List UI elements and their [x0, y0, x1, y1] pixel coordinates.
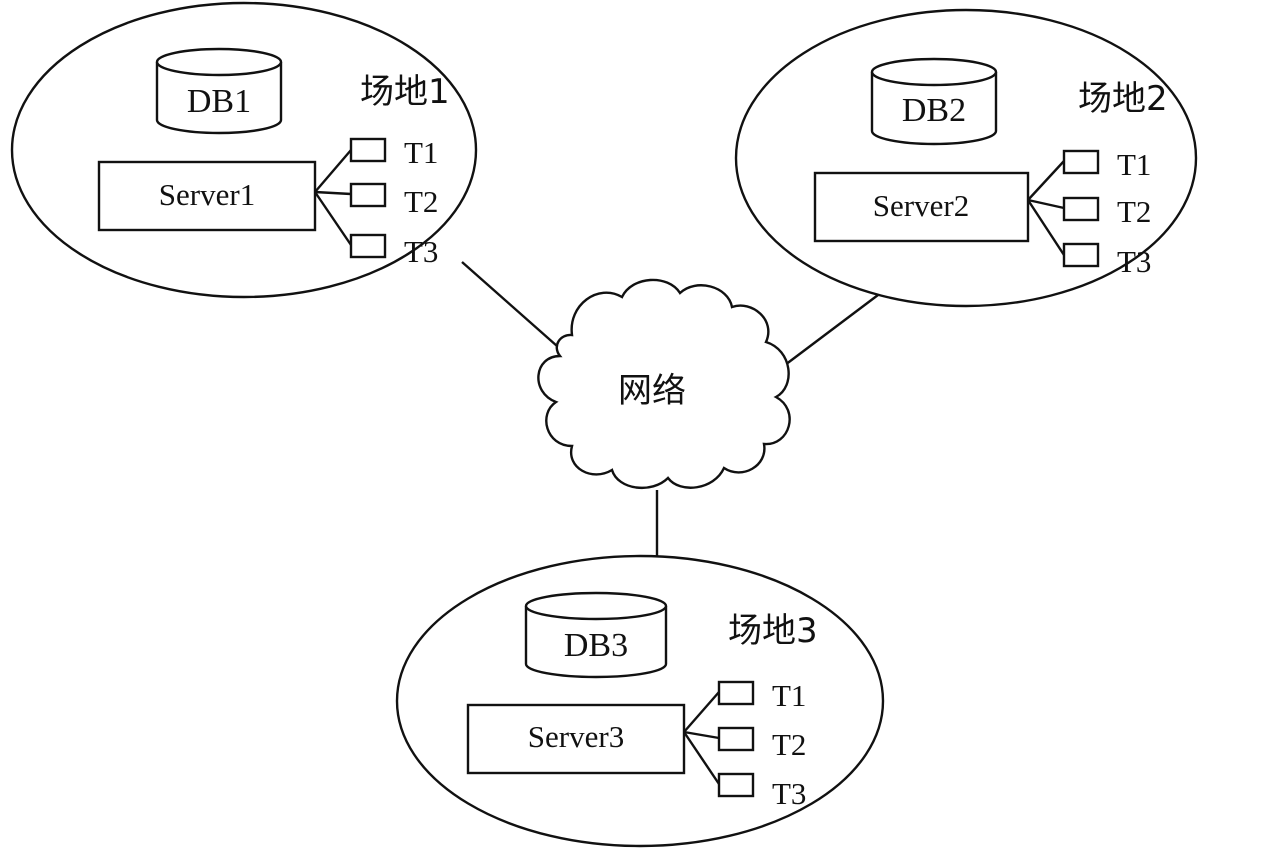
- site-3-terminal-2-label: T2: [772, 727, 806, 762]
- database-icon: [870, 72, 998, 146]
- cloud-icon: [537, 278, 791, 490]
- terminal-icon: [717, 680, 755, 706]
- server-3-to-t3: [683, 731, 720, 785]
- site-2-terminal-1-label: T1: [1117, 147, 1151, 182]
- terminal-icon: [1062, 242, 1100, 268]
- server-1-to-t3: [314, 191, 352, 246]
- server-2-label: Server2: [873, 188, 969, 223]
- database-icon: [155, 62, 283, 135]
- site-1-label: 场地1: [360, 72, 450, 112]
- server-3-to-t2: [683, 730, 720, 740]
- server-1-box: [97, 160, 317, 232]
- terminal-icon: [1062, 196, 1100, 222]
- database-top: [155, 47, 283, 77]
- site-3-terminal-3-label: T3: [772, 776, 806, 811]
- database-2-label: DB2: [902, 92, 966, 129]
- database-3: DB3: [524, 591, 668, 679]
- site-1: DB1 场地1 Server1 T1 T2 T3: [10, 1, 478, 299]
- terminal-icon: [349, 233, 387, 259]
- server-2-to-t1: [1027, 160, 1065, 201]
- server-1-label: Server1: [159, 177, 255, 212]
- network-cloud: 网络: [537, 278, 791, 490]
- network-label: 网络: [618, 371, 686, 411]
- database-2: DB2: [870, 57, 998, 146]
- server-3-label: Server3: [528, 719, 624, 754]
- database-1: DB1: [155, 47, 283, 135]
- server-2-box: [813, 171, 1030, 243]
- site-2-label: 场地2: [1078, 79, 1168, 119]
- link-site1-network: [461, 261, 558, 347]
- site-3-terminal-1-label: T1: [772, 678, 806, 713]
- terminal-icon: [349, 137, 387, 163]
- database-icon: [524, 606, 668, 679]
- server-1-to-t2: [314, 190, 352, 196]
- site-3: DB3 场地3 Server3 T1 T2 T3: [395, 554, 885, 848]
- database-3-label: DB3: [564, 627, 628, 664]
- site-2-terminal-2-label: T2: [1117, 194, 1151, 229]
- site-1-terminal-3-label: T3: [404, 234, 438, 269]
- site-3-label: 场地3: [728, 611, 818, 651]
- site-1-terminal-2-label: T2: [404, 184, 438, 219]
- database-top: [524, 591, 668, 621]
- link-site2-network: [784, 291, 883, 366]
- terminal-icon: [717, 772, 755, 798]
- site-2-terminal-3-label: T3: [1117, 244, 1151, 279]
- server-3-to-t1: [683, 691, 720, 733]
- server-1-to-t1: [314, 149, 352, 193]
- terminal-icon: [717, 726, 755, 752]
- server-2-to-t2: [1027, 198, 1065, 210]
- site-2: DB2 场地2 Server2 T1 T2 T3: [734, 8, 1198, 308]
- database-top: [870, 57, 998, 87]
- terminal-icon: [349, 182, 387, 208]
- server-3-box: [466, 703, 686, 775]
- terminal-icon: [1062, 149, 1100, 175]
- database-1-label: DB1: [187, 83, 251, 120]
- site-1-terminal-1-label: T1: [404, 135, 438, 170]
- server-2-to-t3: [1026, 199, 1066, 256]
